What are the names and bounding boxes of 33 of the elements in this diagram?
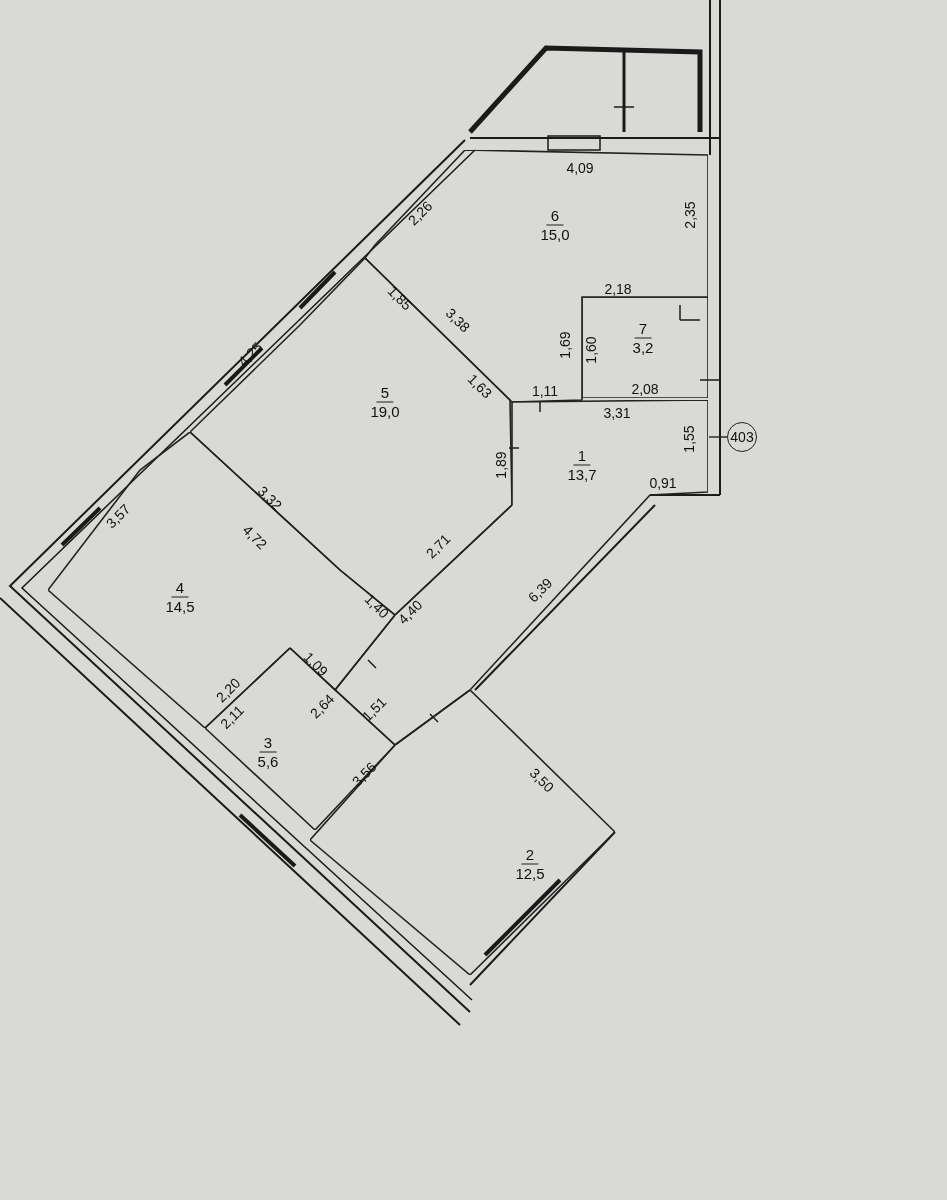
dimension-label: 1,11 [531, 383, 559, 399]
dimension-label: 1,55 [681, 425, 697, 453]
room-area: 15,0 [536, 225, 574, 244]
room-number: 1 [573, 446, 591, 466]
dimension-label: 3,31 [603, 405, 631, 421]
dimension-label: 2,11 [217, 702, 247, 732]
dimension-label: 2,18 [604, 281, 632, 297]
dimension-label: 4,72 [239, 521, 271, 553]
dimension-label: 1,40 [361, 590, 393, 622]
dimension-label: 0,91 [649, 475, 677, 491]
dimension-label: 6,39 [524, 574, 556, 606]
room-number: 7 [634, 319, 652, 339]
room-number: 6 [546, 206, 564, 226]
dimension-label: 1,60 [583, 336, 599, 364]
room-area: 14,5 [161, 597, 199, 616]
dimension-label: 2,08 [631, 381, 659, 397]
room-number: 5 [376, 383, 394, 403]
dimension-label: 1,69 [557, 331, 573, 359]
room-area: 19,0 [366, 402, 404, 421]
room-area: 5,6 [253, 752, 283, 771]
dimension-label: 1,09 [300, 648, 332, 680]
room-number: 2 [521, 845, 539, 865]
dimension-label: 2,35 [682, 201, 698, 229]
dimension-label: 1,85 [384, 282, 416, 314]
room-number: 3 [259, 733, 277, 753]
room-number: 4 [171, 578, 189, 598]
room-area: 12,5 [511, 864, 549, 883]
dimension-label: 1,63 [464, 370, 496, 402]
dimension-label: 1,89 [493, 451, 509, 479]
leader-line [708, 436, 728, 438]
dimension-label: 4,09 [566, 160, 594, 176]
room-area: 13,7 [563, 465, 601, 484]
room-area: 3,2 [628, 338, 658, 357]
